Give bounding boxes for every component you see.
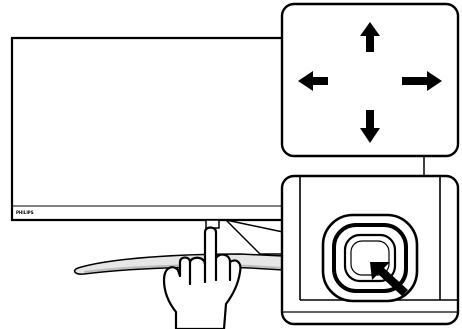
arrow-left-icon [298,71,328,91]
monitor-stand [73,219,284,275]
arrow-right-icon [402,71,442,91]
arrow-up-icon [360,22,380,52]
joystick-button-inner [350,240,390,276]
arrow-down-icon [360,110,380,143]
hand-icon [162,226,242,329]
stand-base-shadow [83,264,284,273]
stand-neck [225,219,284,255]
press-arrow-icon [370,262,408,296]
monitor: PHILIPS [10,36,283,222]
monitor-screen [10,36,283,222]
joystick-panel [280,174,460,326]
monitor-brand-logo: PHILIPS [16,210,34,215]
direction-panel-frame [280,2,460,158]
direction-panel [280,2,460,158]
